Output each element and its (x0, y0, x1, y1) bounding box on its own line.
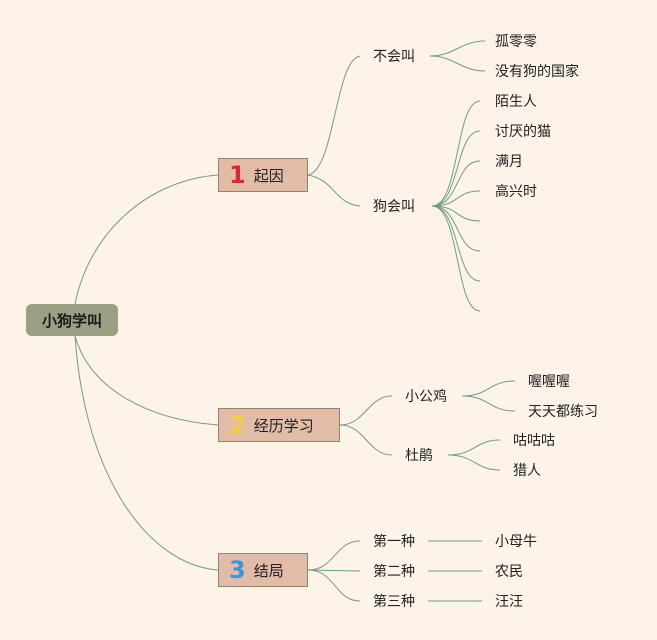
connector-sub-2-leaf-7 (431, 205, 481, 282)
leaf-label: 猎人 (513, 463, 541, 479)
branch-node-1[interactable]: 1 起因 (218, 158, 308, 192)
connector-sub-2-leaf-4 (431, 190, 481, 207)
leaf-node-1-2-2[interactable]: 讨厌的猫 (495, 121, 551, 141)
sub-node-label: 第三种 (373, 594, 415, 610)
sub-node-2-1[interactable]: 小公鸡 (405, 386, 447, 406)
connector-branch-1-sub-2 (307, 174, 361, 207)
sub-node-label: 第二种 (373, 564, 415, 580)
leaf-node-1-2-3[interactable]: 满月 (495, 151, 523, 171)
sub-node-3-1[interactable]: 第一种 (373, 531, 415, 551)
connector-sub-2-leaf-2 (431, 130, 481, 207)
connector-branch-3-sub-1 (307, 540, 361, 571)
leaf-node-2-1-2[interactable]: 天天都练习 (528, 401, 598, 421)
sub-node-label: 狗会叫 (373, 199, 415, 215)
sub-node-3-2[interactable]: 第二种 (373, 561, 415, 581)
root-label: 小狗学叫 (41, 311, 102, 330)
connector-branch-3-sub-2 (307, 569, 361, 572)
leaf-label: 讨厌的猫 (495, 124, 551, 140)
leaf-label: 天天都练习 (528, 404, 598, 420)
leaf-node-3-3-1[interactable]: 汪汪 (495, 591, 523, 611)
connector-root-branch-2 (74, 335, 219, 426)
sub-node-label: 不会叫 (373, 49, 415, 65)
leaf-label: 小母牛 (495, 534, 537, 550)
sub-node-label: 小公鸡 (405, 389, 447, 405)
leaf-label: 咕咕咕 (513, 433, 555, 449)
connector-sub-2-leaf-3 (431, 160, 481, 207)
leaf-label: 满月 (495, 154, 523, 170)
connector-sub-2-leaf-1 (431, 100, 481, 207)
leaf-node-1-1-2[interactable]: 没有狗的国家 (495, 61, 579, 81)
sub-node-3-3[interactable]: 第三种 (373, 591, 415, 611)
connector-sub-3-leaf-2 (461, 395, 516, 412)
branch-1-number: 1 (229, 161, 246, 189)
leaf-label: 陌生人 (495, 94, 537, 110)
branch-2-number: 2 (229, 411, 246, 439)
sub-node-2-2[interactable]: 杜鹃 (405, 445, 433, 465)
leaf-node-2-2-1[interactable]: 咕咕咕 (513, 430, 555, 450)
sub-node-label: 杜鹃 (405, 448, 433, 464)
leaf-label: 汪汪 (495, 594, 523, 610)
sub-node-1-1[interactable]: 不会叫 (373, 46, 415, 66)
leaf-label: 喔喔喔 (528, 374, 570, 390)
branch-3-number: 3 (229, 556, 246, 584)
connector-sub-3-leaf-1 (461, 380, 516, 397)
root-node[interactable]: 小狗学叫 (26, 304, 118, 336)
leaf-label: 没有狗的国家 (495, 64, 579, 80)
connector-branch-2-sub-1 (339, 395, 393, 426)
connector-sub-1-leaf-2 (429, 55, 486, 72)
leaf-node-2-2-2[interactable]: 猎人 (513, 460, 541, 480)
branch-2-label: 经历学习 (253, 416, 314, 435)
connector-sub-2-leaf-6 (431, 205, 481, 252)
branch-1-label: 起因 (253, 166, 284, 185)
connector-branch-3-sub-3 (307, 569, 361, 602)
branch-3-label: 结局 (253, 561, 284, 580)
leaf-label: 高兴时 (495, 184, 537, 200)
connector-branch-2-sub-2 (339, 424, 393, 456)
leaf-node-3-2-1[interactable]: 农民 (495, 561, 523, 581)
connector-root-branch-1 (74, 174, 219, 305)
leaf-node-3-1-1[interactable]: 小母牛 (495, 531, 537, 551)
connector-sub-4-leaf-1 (447, 439, 501, 456)
sub-node-1-2[interactable]: 狗会叫 (373, 196, 415, 216)
leaf-label: 农民 (495, 564, 523, 580)
leaf-node-1-2-4[interactable]: 高兴时 (495, 181, 537, 201)
leaf-label: 孤零零 (495, 34, 537, 50)
connector-branch-1-sub-1 (307, 55, 361, 176)
leaf-node-2-1-1[interactable]: 喔喔喔 (528, 371, 570, 391)
branch-node-2[interactable]: 2 经历学习 (218, 408, 340, 442)
connector-sub-2-leaf-8 (431, 205, 481, 312)
leaf-node-1-2-1[interactable]: 陌生人 (495, 91, 537, 111)
connector-sub-2-leaf-5 (431, 205, 481, 222)
connector-sub-4-leaf-2 (447, 454, 501, 471)
connector-root-branch-3 (74, 335, 219, 571)
connector-sub-1-leaf-1 (429, 40, 486, 57)
sub-node-label: 第一种 (373, 534, 415, 550)
leaf-node-1-1-1[interactable]: 孤零零 (495, 31, 537, 51)
branch-node-3[interactable]: 3 结局 (218, 553, 308, 587)
